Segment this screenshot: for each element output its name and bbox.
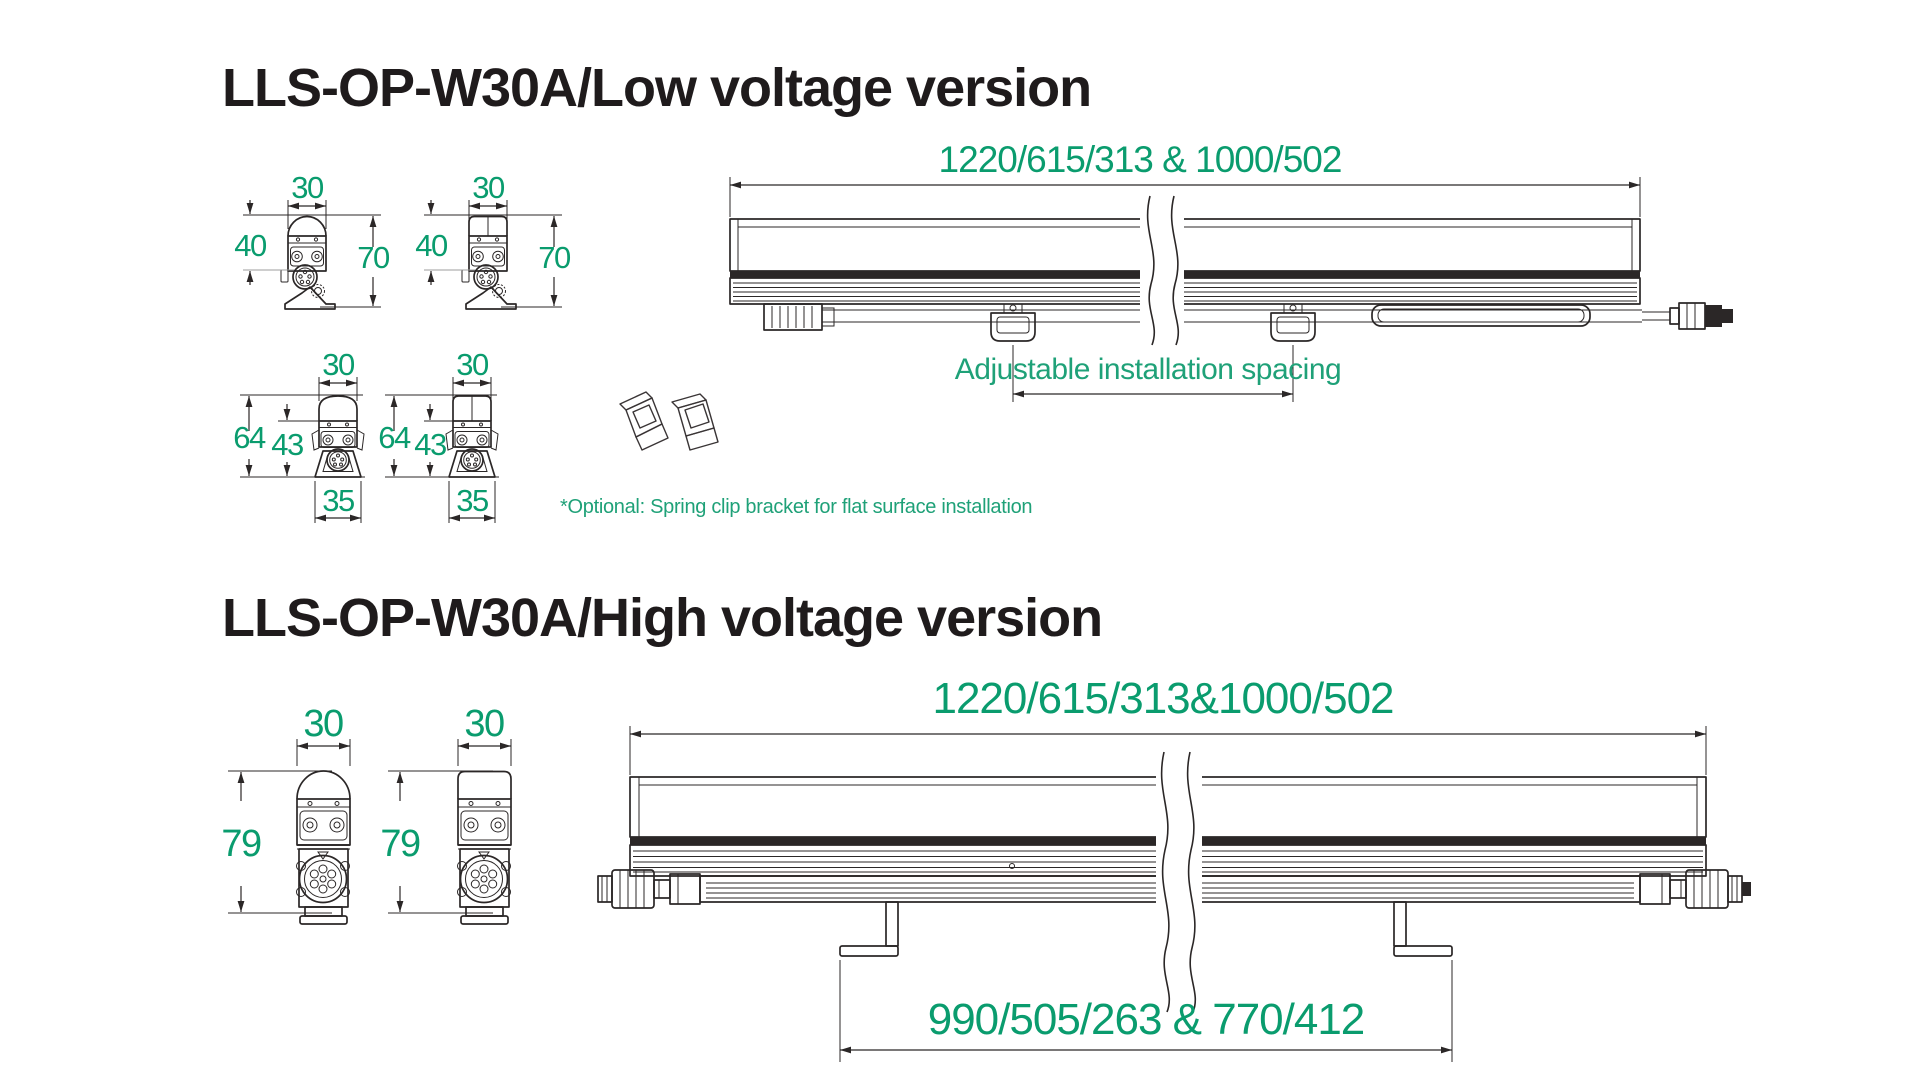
connector-circle: [460, 448, 484, 472]
heatsink-fins: [629, 844, 1707, 877]
high-end-view-domed: 30 79: [221, 703, 351, 925]
dim-width-label: 30: [464, 703, 504, 745]
clip-base: [448, 450, 496, 478]
spring-clip-isometric-views: [619, 391, 719, 451]
mount-foot-left: [839, 901, 899, 957]
low-voltage-title: LLS-OP-W30A/Low voltage version: [222, 58, 1091, 118]
dim-width-label: 30: [472, 170, 505, 205]
dim-total-height-label: 79: [221, 823, 261, 865]
flat-cap: [457, 770, 512, 799]
high-voltage-section: LLS-OP-W30A/High voltage version 30: [221, 588, 1751, 1062]
low-end-view-domed: 30 40 70: [234, 170, 391, 310]
dim-width-label: 30: [303, 703, 343, 745]
base-plate: [299, 915, 348, 925]
dim-base-width-label: 35: [456, 483, 488, 518]
mount-spacing-dim-label: 990/505/263 & 770/412: [928, 995, 1365, 1044]
dome: [296, 770, 351, 800]
connector-circle: [298, 854, 348, 904]
dim-total-height-label: 70: [538, 240, 571, 275]
dim-body-height-label: 43: [271, 427, 303, 462]
spacing-note-label: Adjustable installation spacing: [955, 353, 1341, 386]
dome: [318, 395, 358, 421]
dim-total-height-label: 64: [378, 420, 411, 455]
cable-connector: [1669, 302, 1733, 330]
low-clip-view-domed: 30 64 43: [233, 347, 365, 523]
mount-bracket: [284, 286, 336, 310]
high-voltage-title: LLS-OP-W30A/High voltage version: [222, 588, 1102, 648]
low-end-view-flat: 30 40 70: [415, 170, 572, 310]
driver-box: [1371, 304, 1591, 327]
length-dim-label: 1220/615/313 & 1000/502: [939, 139, 1342, 180]
clip-base: [314, 450, 362, 478]
dim-width-label: 30: [456, 347, 489, 382]
dome: [287, 215, 327, 237]
dim-body-height-label: 40: [415, 228, 448, 263]
heatsink-fins: [729, 277, 1641, 305]
mount-bracket-right: [1270, 303, 1316, 342]
low-voltage-section: LLS-OP-W30A/Low voltage version 30: [222, 58, 1733, 523]
mount-foot-right: [1393, 901, 1453, 957]
cable-gland-right: [1639, 869, 1751, 909]
connector-circle: [473, 264, 499, 290]
mount-bracket: [465, 286, 517, 310]
base-plate: [460, 915, 509, 925]
dim-base-width-label: 35: [322, 483, 354, 518]
cable-gland-left: [597, 869, 701, 909]
dim-total-height-label: 64: [233, 420, 266, 455]
connector-circle: [326, 448, 350, 472]
low-clip-view-flat: 30 64 43: [378, 347, 499, 523]
connector-circle: [459, 854, 509, 904]
connector-circle: [292, 264, 318, 290]
dim-width-label: 30: [322, 347, 355, 382]
lens-slot: [730, 271, 1640, 278]
end-cap-block: [763, 303, 823, 331]
high-end-view-flat: 30 79: [380, 703, 512, 925]
adjustment-gear: [492, 284, 506, 298]
length-dim-label: 1220/615/313&1000/502: [932, 674, 1393, 723]
dim-body-height-label: 43: [414, 427, 446, 462]
dim-total-height-label: 70: [357, 240, 390, 275]
adjustment-gear: [311, 284, 325, 298]
low-long-fixture: 1220/615/313 & 1000/502 Adjustable insta…: [729, 139, 1733, 402]
dim-total-height-label: 79: [380, 823, 420, 865]
high-long-fixture: 1220/615/313&1000/502 990/505/263 & 770/…: [597, 674, 1751, 1062]
mount-bracket-left: [990, 303, 1036, 342]
dim-body-height-label: 40: [234, 228, 267, 263]
dim-width-label: 30: [291, 170, 324, 205]
optional-bracket-note: *Optional: Spring clip bracket for flat …: [560, 496, 1032, 518]
